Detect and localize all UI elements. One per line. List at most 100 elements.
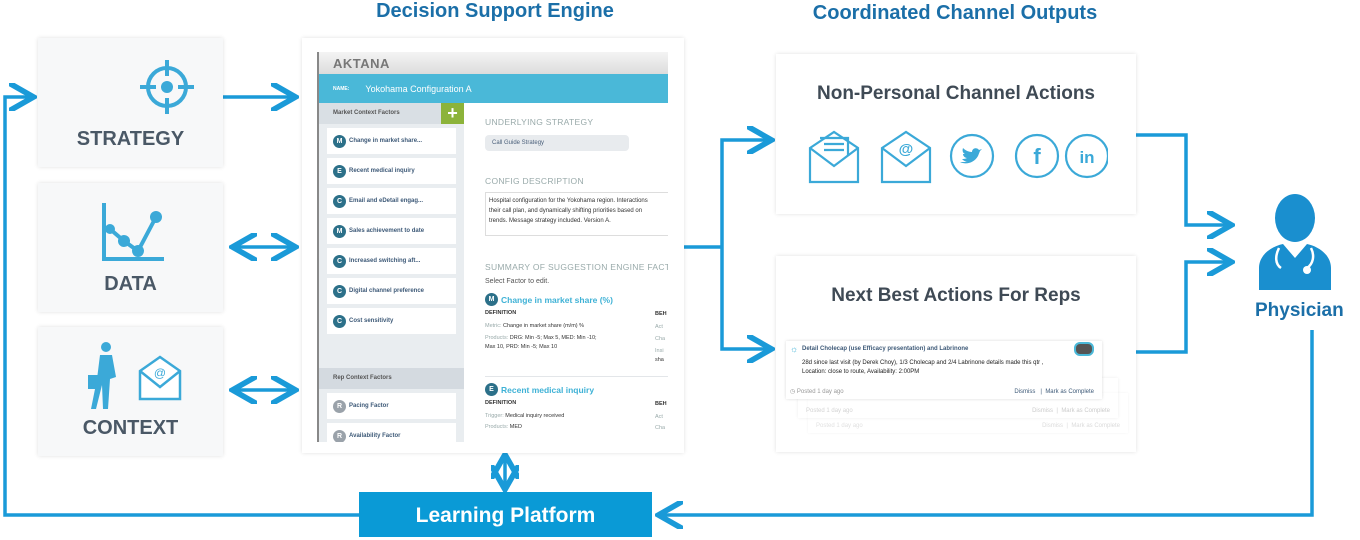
posted-time: ◷ Posted 1 day ago — [790, 389, 844, 395]
dismiss-link[interactable]: Dismiss — [1042, 423, 1064, 429]
context-card: @ CONTEXT — [38, 327, 223, 456]
complete-link[interactable]: Mark as Complete — [1071, 423, 1120, 429]
definition-label: DEFINITION — [485, 400, 517, 406]
factor-badge: R — [333, 399, 346, 413]
decision-engine-panel: AKTANA NAME:Yokohama Configuration A Mar… — [302, 38, 684, 453]
factor-badge: C — [333, 284, 346, 298]
behavior-row: Cha — [655, 425, 666, 431]
outputs-title: Coordinated Channel Outputs — [812, 2, 1098, 24]
separator: | — [1056, 408, 1058, 414]
factor-badge: M — [333, 134, 346, 148]
desc-heading: CONFIG DESCRIPTION — [485, 176, 584, 186]
feedback-loop-line — [3, 97, 359, 517]
separator: | — [1040, 389, 1042, 395]
npc-title: Non-Personal Channel Actions — [817, 83, 1095, 104]
factor-label: Change in market share... — [349, 138, 423, 144]
products-value: MED — [509, 424, 522, 430]
separator: | — [1066, 423, 1068, 429]
products-value-cont: Max 10, PRD: Min -5; Max 10 — [485, 344, 558, 350]
nba-arrow — [720, 247, 768, 349]
npc-arrow — [720, 140, 768, 247]
behavior-row: sha — [655, 357, 664, 363]
products-value: DRG: Min -5; Max 5, MED: Min -10; — [509, 335, 597, 341]
factor-label: Recent medical inquiry — [349, 168, 415, 174]
factor-label: Cost sensitivity — [349, 318, 394, 324]
behavior-label: BEH — [655, 311, 667, 317]
line-chart-icon — [102, 203, 164, 261]
behavior-label: BEH — [655, 401, 667, 407]
dismiss-link[interactable]: Dismiss — [1014, 389, 1036, 395]
email-at-icon — [880, 130, 932, 184]
twitter-icon — [949, 133, 995, 179]
svg-text:in: in — [1079, 148, 1094, 167]
npc-card: Non-Personal Channel Actions @ f in — [776, 54, 1136, 214]
add-factor-button[interactable]: + — [441, 103, 464, 124]
factor-badge: C — [333, 194, 346, 208]
lightbulb-icon: ☼ — [790, 344, 799, 354]
engine-title: Decision Support Engine — [376, 0, 614, 22]
products-key: Products: — [485, 335, 509, 341]
nba-to-physician-arrow — [1136, 262, 1228, 354]
factor-label: Sales achievement to date — [349, 228, 425, 234]
npc-to-physician-arrow — [1136, 133, 1228, 225]
nba-card: Next Best Actions For Reps Posted 1 day … — [776, 256, 1136, 452]
action-links: Dismiss | Mark as Complete — [1042, 423, 1120, 429]
aktana-logo: AKTANA — [319, 52, 668, 74]
strategy-select[interactable]: Call Guide Strategy — [485, 135, 629, 151]
summary-heading: SUMMARY OF SUGGESTION ENGINE FACTORS — [485, 262, 668, 272]
behavior-row: Cha — [655, 336, 666, 342]
factor-badge: C — [333, 254, 346, 268]
detail-line: Location: close to route, Availability: … — [802, 369, 920, 375]
factor-label: Increased switching aft... — [349, 258, 421, 264]
summary-hint: Select Factor to edit. — [485, 278, 550, 285]
channel-icons: @ f in — [808, 130, 1108, 184]
strategy-label: STRATEGY — [76, 128, 185, 150]
posted-text: Posted 1 day ago — [796, 389, 844, 395]
nba-title: Next Best Actions For Reps — [831, 285, 1081, 306]
market-factors-header: Market Context Factors — [333, 110, 400, 116]
crosshair-target-icon — [140, 60, 194, 114]
action-card[interactable]: ☼ Detail Cholecap (use Efficacy presenta… — [786, 341, 1102, 399]
action-details: 28d since last visit (by Derek Choy), 1/… — [802, 359, 1043, 377]
factor-label: Pacing Factor — [349, 403, 389, 409]
complete-link[interactable]: Mark as Complete — [1045, 389, 1094, 395]
dismiss-link[interactable]: Dismiss — [1032, 408, 1054, 414]
config-detail: UNDERLYING STRATEGY Call Guide Strategy … — [485, 103, 668, 442]
physician-to-learning-arrow — [662, 330, 1314, 515]
posted-time: Posted 1 day ago — [806, 408, 853, 414]
desc-line: Hospital configuration for the Yokohama … — [489, 198, 648, 204]
desc-line: their call plan, and dynamically shiftin… — [489, 208, 643, 214]
desc-textarea[interactable]: Hospital configuration for the Yokohama … — [485, 192, 668, 236]
facebook-icon — [1014, 133, 1060, 179]
factor-title: Recent medical inquiry — [501, 384, 595, 395]
factor-label: Availability Factor — [349, 433, 401, 439]
factor-label: Email and eDetail engag... — [349, 198, 424, 204]
calendar-icon[interactable] — [1074, 342, 1094, 356]
factor-badge: E — [333, 164, 346, 178]
posted-time: Posted 1 day ago — [816, 423, 863, 429]
action-links: Dismiss | Mark as Complete — [1032, 408, 1110, 414]
desc-line: trends. Message strategy included. Versi… — [489, 218, 611, 224]
data-card: DATA — [38, 183, 223, 312]
factor-badge: M — [485, 293, 498, 306]
factor-label: Digital channel preference — [349, 288, 425, 294]
name-label: NAME: — [333, 85, 350, 92]
physician-label: Physician — [1255, 300, 1344, 321]
factor-badge: R — [333, 429, 346, 442]
detail-line: 28d since last visit (by Derek Choy), 1/… — [802, 360, 1044, 366]
complete-link[interactable]: Mark as Complete — [1061, 408, 1110, 414]
behavior-row: Insi — [655, 348, 664, 354]
